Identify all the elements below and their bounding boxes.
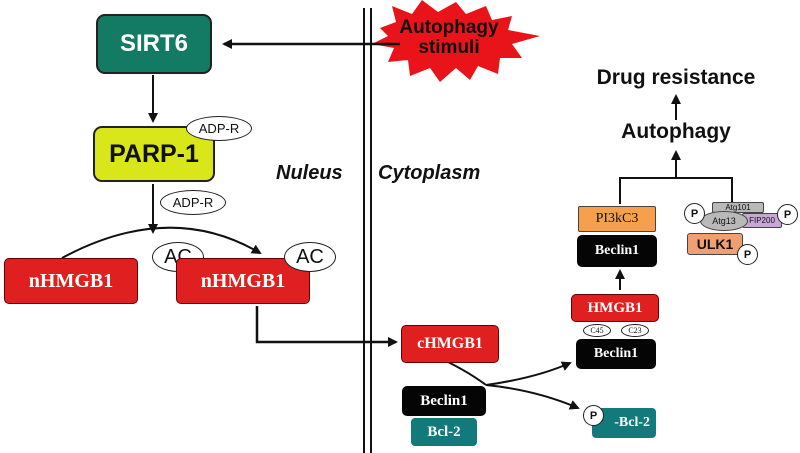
beclin1-bcl2-box: Beclin1 <box>402 386 486 416</box>
stimuli-line2: stimuli <box>418 37 480 58</box>
p-bcl2-box: -Bcl-2 <box>592 408 656 438</box>
p-atg13-label: P <box>690 207 699 220</box>
arrow-to-p-bcl2 <box>485 384 580 410</box>
nhmgb1-right-box: nHMGB1 <box>176 258 310 304</box>
beclin1-lower-label: Beclin1 <box>593 346 639 361</box>
atg13-label: Atg13 <box>712 216 736 226</box>
c45-oval: C45 <box>583 324 611 337</box>
nhmgb1-right-label: nHMGB1 <box>200 269 286 292</box>
nucleus-label: Nuleus <box>276 162 343 184</box>
c23-label: C23 <box>628 326 642 335</box>
beclin1-upper-box: Beclin1 <box>577 235 657 267</box>
arrow-translocation <box>255 306 398 347</box>
c45-label: C45 <box>590 326 604 335</box>
atg101-label: Atg101 <box>725 203 751 212</box>
pi3kc3-box: PI3kC3 <box>578 206 656 232</box>
ac-oval-right: AC <box>284 242 336 272</box>
arrow-to-hmgb1-beclin1-complex <box>485 361 572 386</box>
p-atg13-phospho: P <box>684 203 705 224</box>
autophagy-label: Autophagy <box>621 120 731 143</box>
stimuli-label: Autophagy stimuli <box>384 18 514 58</box>
ulk1-box: ULK1 <box>687 233 743 255</box>
chmgb1-box: cHMGB1 <box>401 325 499 363</box>
p-bcl2-label: -Bcl-2 <box>614 415 650 430</box>
bcl2-label: Bcl-2 <box>427 423 461 440</box>
p-bcl2-phospho: P <box>583 405 604 426</box>
ulk1-label: ULK1 <box>696 236 734 252</box>
hmgb1-label: HMGB1 <box>587 299 643 316</box>
adpr-oval-mid: ADP-R <box>160 190 226 215</box>
stimuli-line1: Autophagy <box>399 17 499 38</box>
beclin1-lower-box: Beclin1 <box>576 339 656 369</box>
adpr-top-label: ADP-R <box>198 121 240 136</box>
cytoplasm-label: Cytoplasm <box>378 162 481 184</box>
curve-chmgb1-exit <box>447 361 487 386</box>
beclin1-bcl2-label: Beclin1 <box>420 392 468 409</box>
parp1-box: PARP-1 <box>93 126 215 182</box>
atg13-oval: Atg13 <box>700 211 748 231</box>
chmgb1-label: cHMGB1 <box>417 335 483 352</box>
fip200-box: FIP200 <box>742 213 782 228</box>
beclin1-upper-label: Beclin1 <box>594 243 640 258</box>
pi3kc3-label: PI3kC3 <box>595 211 639 226</box>
adpr-oval-top: ADP-R <box>186 116 252 141</box>
bracket-complexes <box>619 177 733 204</box>
p-fip200-phospho: P <box>777 204 798 225</box>
p-ulk1-phospho: P <box>737 244 758 265</box>
nhmgb1-left-box: nHMGB1 <box>4 258 138 304</box>
arrow-acetylation-curve <box>61 226 262 259</box>
autophagy-stimuli-starburst <box>372 0 540 82</box>
drug-resistance-label: Drug resistance <box>596 66 756 89</box>
ac-right-label: AC <box>296 245 324 268</box>
sirt6-label: SIRT6 <box>119 30 188 57</box>
p-fip200-label: P <box>783 208 792 221</box>
nhmgb1-left-label: nHMGB1 <box>28 269 114 292</box>
parp1-label: PARP-1 <box>109 139 199 168</box>
p-ulk1-label: P <box>743 248 752 261</box>
p-bcl2-phospho-label: P <box>589 409 598 422</box>
fip200-label: FIP200 <box>749 216 775 225</box>
adpr-mid-label: ADP-R <box>172 195 214 210</box>
sirt6-box: SIRT6 <box>96 14 212 74</box>
c23-oval: C23 <box>621 324 649 337</box>
bcl2-box: Bcl-2 <box>411 418 477 446</box>
hmgb1-box: HMGB1 <box>571 294 659 322</box>
